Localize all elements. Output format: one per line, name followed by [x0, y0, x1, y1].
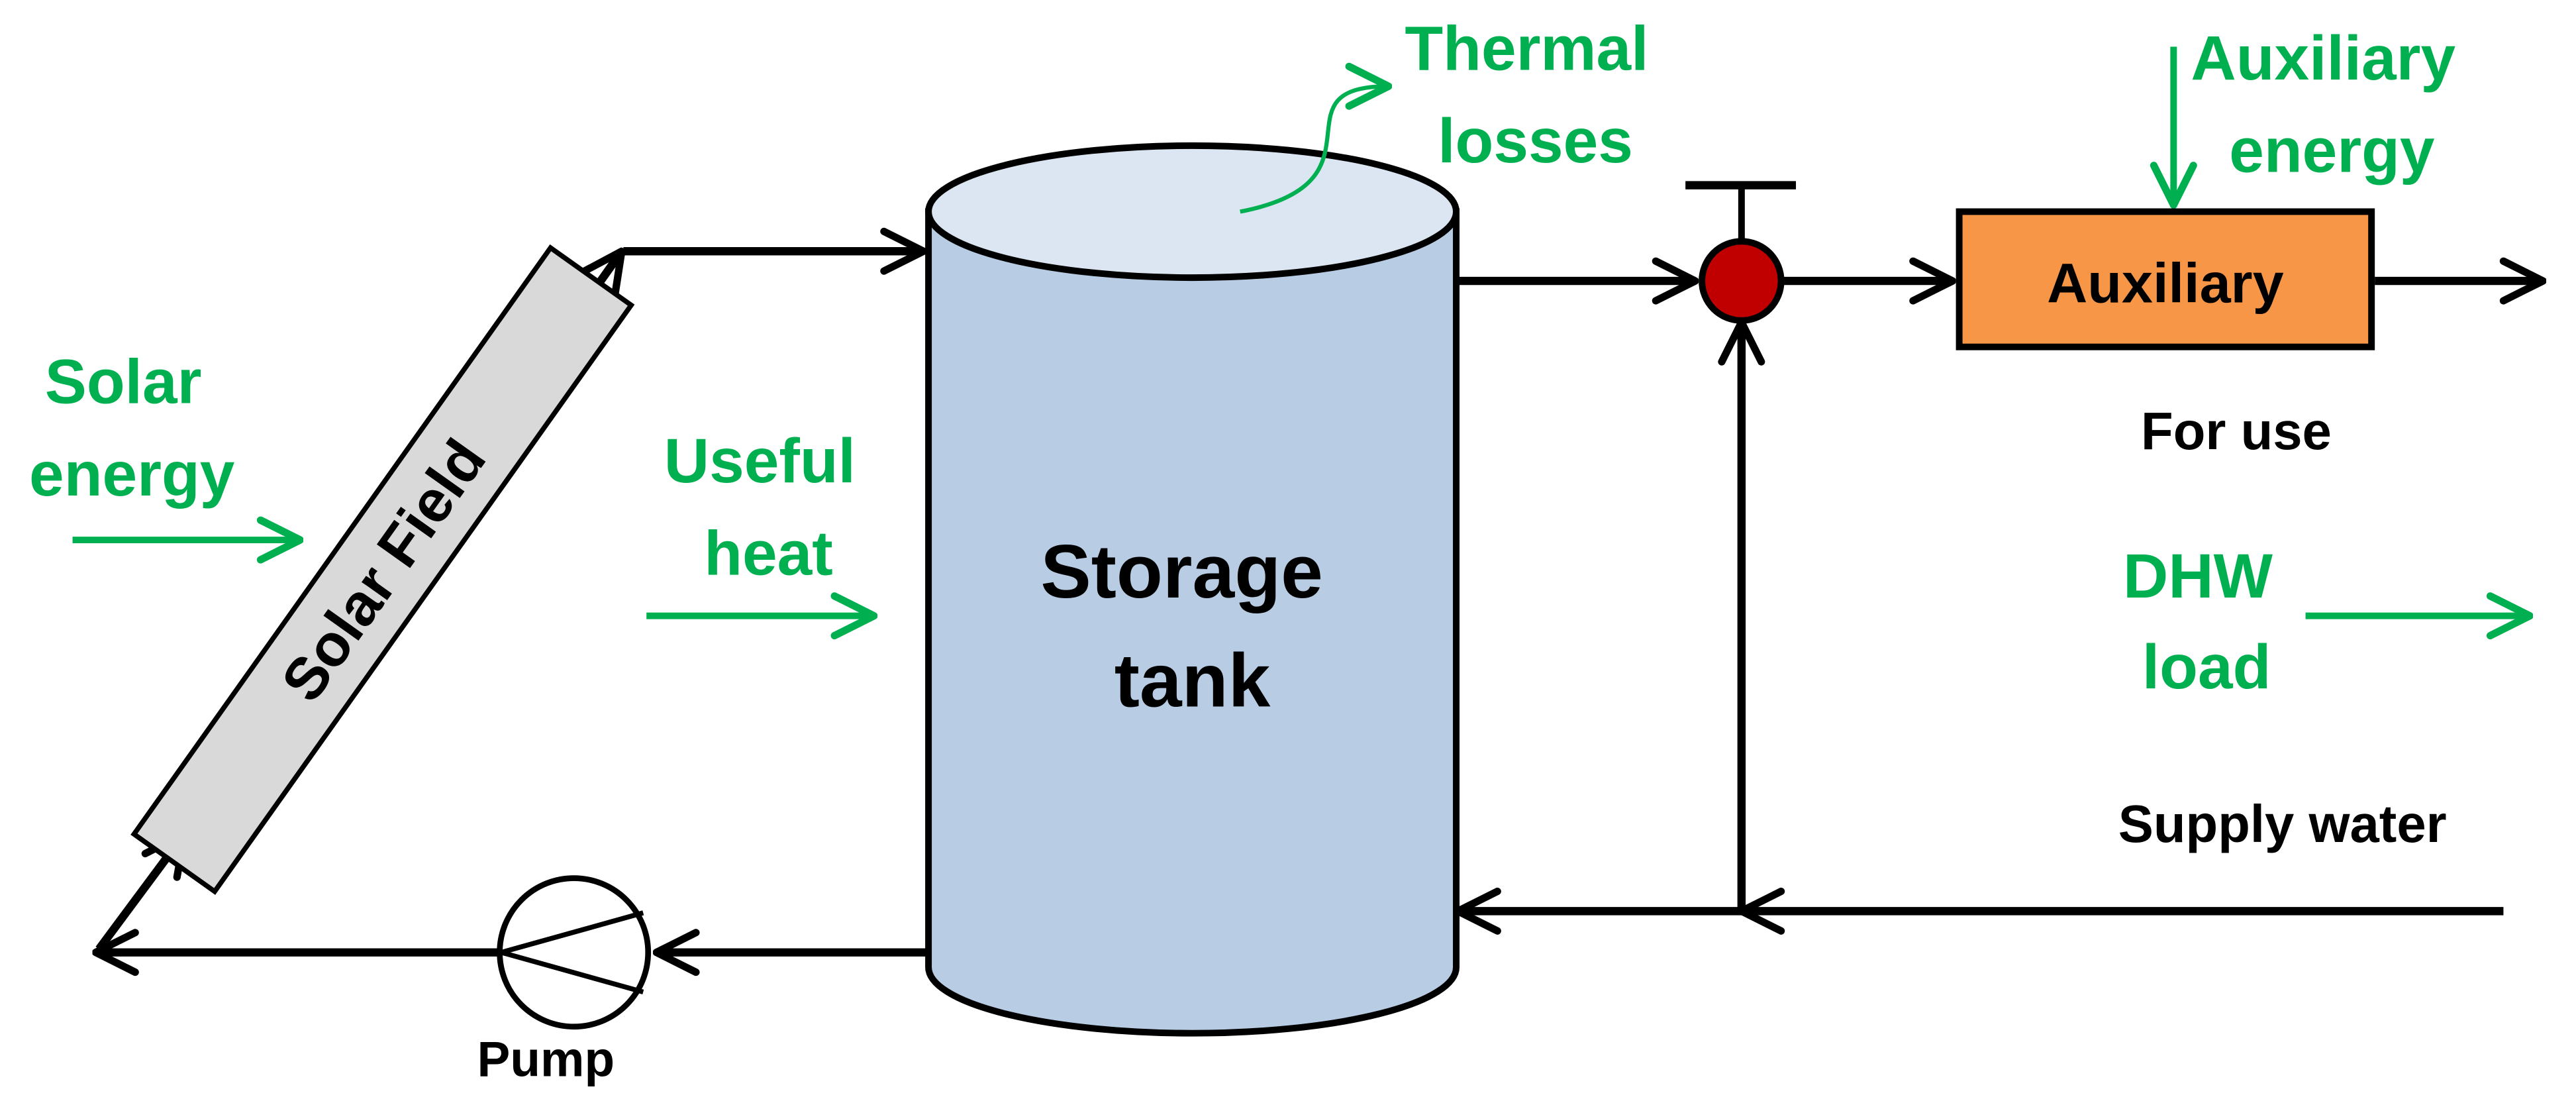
- for-use-label: For use: [2141, 401, 2332, 460]
- useful-heat-label: Useful heat: [664, 426, 873, 588]
- solar-energy-label-line2: energy: [29, 439, 235, 509]
- solar-field-body: [130, 244, 635, 895]
- dhw-load-label-line2: load: [2142, 632, 2271, 702]
- energy-arrows: [72, 46, 2530, 615]
- useful-heat-label-line2: heat: [704, 518, 833, 588]
- auxiliary-heater: Auxiliary: [1956, 208, 2375, 350]
- auxiliary-box: [1956, 208, 2375, 350]
- storage-tank-body: [925, 208, 1460, 1037]
- auxiliary-energy-label-line2: energy: [2229, 116, 2435, 186]
- pump-label: Pump: [477, 1031, 615, 1086]
- mixing-valve: [1685, 181, 1797, 324]
- dhw-load-label: DHW load: [2123, 541, 2290, 702]
- pump-triangle: [501, 910, 644, 995]
- auxiliary-energy-label: Auxiliary energy: [2191, 23, 2473, 185]
- storage-tank-label: Storage tank: [1040, 529, 1344, 723]
- storage-tank: Storage tank: [925, 142, 1460, 1037]
- useful-heat-label-line1: Useful: [664, 426, 856, 496]
- thermal-losses-arrow: [1240, 86, 1389, 214]
- auxiliary-energy-label-line1: Auxiliary: [2191, 23, 2455, 93]
- auxiliary-label: Auxiliary: [2047, 251, 2284, 314]
- solar-field: Solar Field: [130, 244, 635, 895]
- pump-body: [497, 875, 652, 1030]
- solar-energy-label-line1: Solar: [45, 346, 202, 417]
- pump: Pump: [477, 875, 652, 1086]
- solar-field-label: Solar Field: [268, 427, 498, 713]
- thermal-losses-label-line1: Thermal: [1405, 13, 1648, 83]
- thermal-losses-label: Thermal losses: [1405, 13, 1665, 176]
- solar-energy-label: Solar energy: [29, 346, 235, 509]
- valve-body: [1699, 238, 1785, 324]
- thermal-losses-label-line2: losses: [1438, 106, 1633, 176]
- storage-tank-top: [925, 142, 1460, 282]
- storage-tank-label-line2: tank: [1115, 639, 1271, 723]
- supply-water-label: Supply water: [2118, 794, 2447, 853]
- dhw-load-label-line1: DHW: [2123, 541, 2273, 611]
- storage-tank-label-line1: Storage: [1040, 529, 1322, 614]
